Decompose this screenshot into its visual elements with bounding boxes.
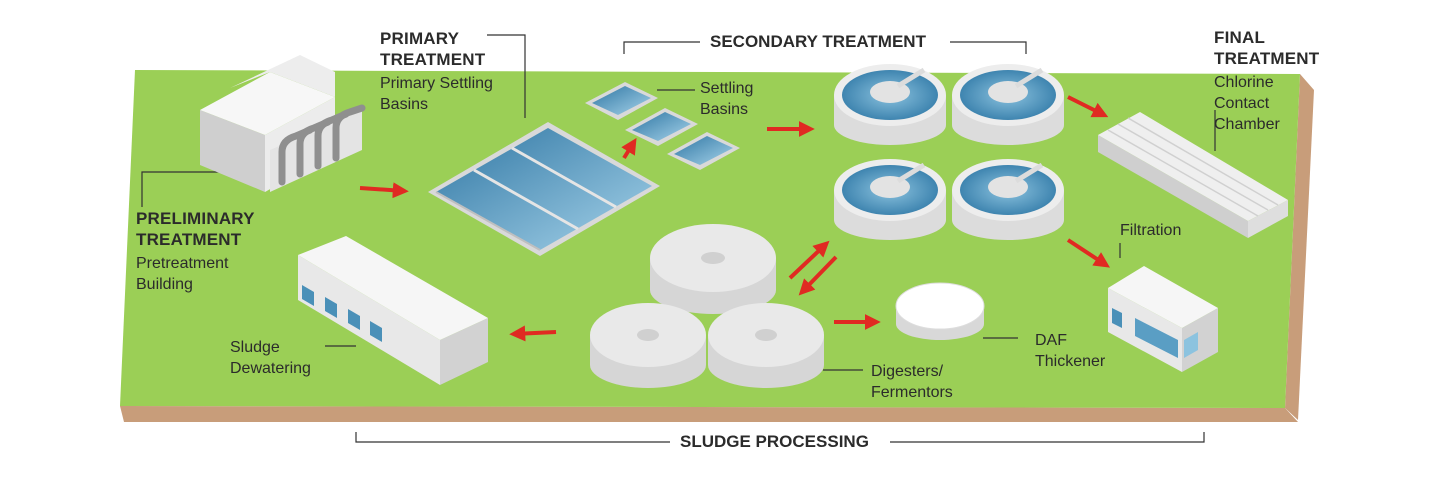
primary-treatment-label: PRIMARY TREATMENT Primary Settling Basin… — [380, 28, 493, 115]
final-sub-3: Chamber — [1214, 116, 1280, 133]
preliminary-sub-2: Building — [136, 276, 193, 293]
primary-title-2: TREATMENT — [380, 50, 486, 69]
digesters-label: Digesters/ Fermentors — [871, 361, 953, 403]
final-treatment-label: FINAL TREATMENT Chlorine Contact Chamber — [1214, 27, 1319, 135]
digesters-sub-2: Fermentors — [871, 384, 953, 401]
final-sub-2: Contact — [1214, 95, 1270, 112]
sludge-dewatering-label: Sludge Dewatering — [230, 337, 311, 379]
preliminary-sub-1: Pretreatment — [136, 255, 229, 272]
filtration-label: Filtration — [1120, 220, 1181, 241]
primary-title-1: PRIMARY — [380, 29, 460, 48]
final-sub-1: Chlorine — [1214, 74, 1274, 91]
primary-sub-1: Primary Settling — [380, 75, 493, 92]
settling-sub-2: Basins — [700, 101, 749, 118]
primary-settling-basins — [428, 122, 660, 256]
primary-sub-2: Basins — [380, 96, 429, 113]
final-title-1: FINAL — [1214, 28, 1266, 47]
filtration-building — [1108, 266, 1218, 372]
preliminary-treatment-label: PRELIMINARY TREATMENT Pretreatment Build… — [136, 208, 255, 295]
sludge-dewatering-building — [298, 236, 488, 385]
flow-arrows — [359, 95, 1111, 342]
settling-sub-1: Settling — [700, 80, 754, 97]
secondary-clarifiers — [834, 64, 1064, 240]
digesters-sub-1: Digesters/ — [871, 363, 944, 380]
dewatering-sub-2: Dewatering — [230, 360, 311, 377]
final-title-2: TREATMENT — [1214, 49, 1320, 68]
dewatering-sub-1: Sludge — [230, 339, 280, 356]
preliminary-title-1: PRELIMINARY — [136, 209, 255, 228]
settling-basins-label: Settling Basins — [700, 78, 753, 120]
daf-sub-2: Thickener — [1035, 353, 1106, 370]
daf-thickener-label: DAF Thickener — [1035, 330, 1105, 372]
filtration-sub-1: Filtration — [1120, 222, 1182, 239]
preliminary-title-2: TREATMENT — [136, 230, 242, 249]
pretreatment-building — [200, 55, 366, 192]
daf-sub-1: DAF — [1035, 332, 1067, 349]
settling-basins — [585, 82, 740, 170]
digesters-fermentors — [590, 224, 824, 388]
daf-thickener — [895, 282, 985, 340]
secondary-treatment-title: SECONDARY TREATMENT — [710, 32, 926, 51]
chlorine-contact-chamber — [1098, 112, 1288, 238]
sludge-processing-title: SLUDGE PROCESSING — [680, 432, 869, 451]
